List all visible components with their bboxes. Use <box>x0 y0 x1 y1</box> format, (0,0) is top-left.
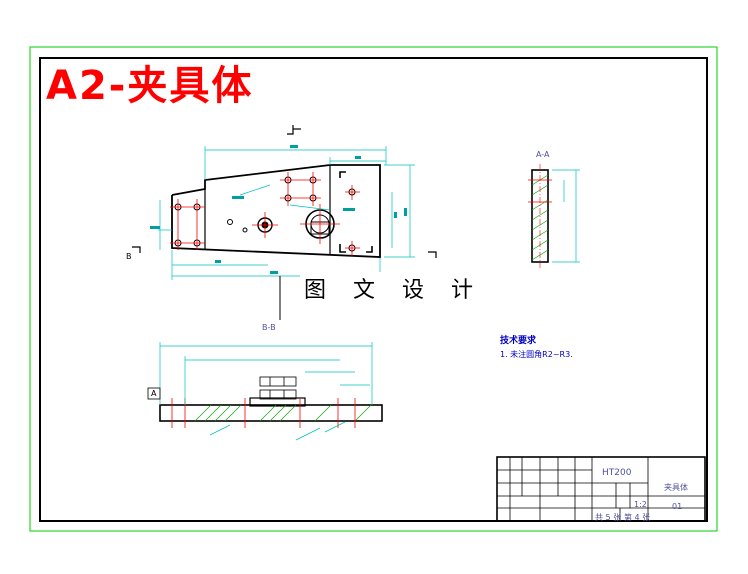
title-block-drawing-no: 01 <box>672 502 683 511</box>
section-bb-label: B-B <box>262 323 276 332</box>
title-block-material: HT200 <box>602 468 632 478</box>
watermark-text: 图 文 设 计 <box>300 272 487 304</box>
view-b-label: B <box>126 252 132 261</box>
section-bb-view <box>147 342 383 441</box>
technical-requirement-item: 1. 未注圆角R2~R3. <box>500 350 573 359</box>
title-block <box>496 456 706 522</box>
drawing-title: A2-夹具体 <box>46 63 254 109</box>
section-aa-label: A-A <box>536 150 550 159</box>
title-block-part-name: 夹具体 <box>664 483 688 492</box>
main-view <box>132 125 437 320</box>
outer-frame <box>29 46 718 532</box>
datum-a-label: A <box>151 389 157 398</box>
section-aa-view <box>528 164 580 268</box>
inner-frame <box>39 57 708 522</box>
technical-requirements-heading: 技术要求 <box>500 336 537 346</box>
title-block-sheet-count: 共 5 张 <box>595 513 622 522</box>
title-block-scale: 1:2 <box>634 500 647 509</box>
title-block-sheet-number: 第 4 张 <box>624 513 651 522</box>
